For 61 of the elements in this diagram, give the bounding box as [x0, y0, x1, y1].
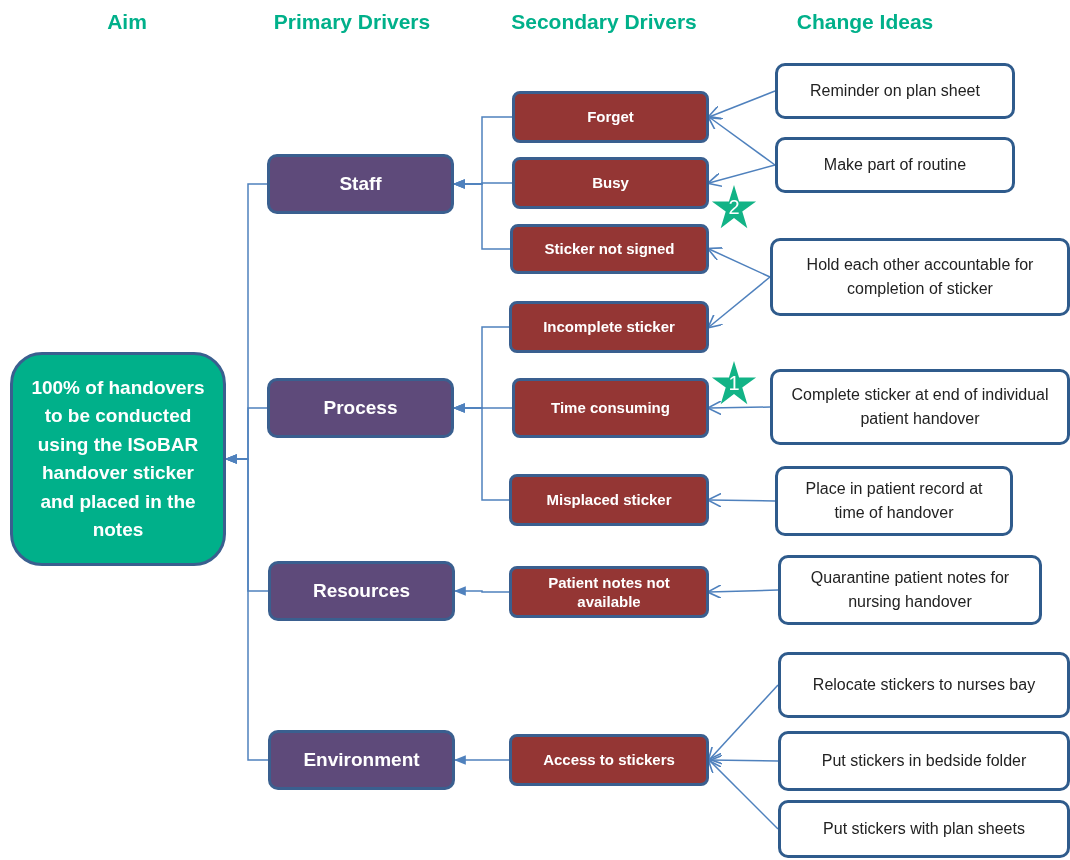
secondary-driver-box [512, 91, 709, 143]
node-text: Busy [592, 173, 629, 193]
primary-driver-box [267, 154, 454, 214]
node-text: Place in patient record at time of handover [804, 479, 984, 523]
change-idea-box [778, 652, 1070, 718]
node-text: Forget [587, 107, 634, 127]
star-number: 1 [728, 371, 740, 395]
node-text: Incomplete sticker [543, 317, 675, 337]
arrow [224, 454, 269, 761]
change-idea-box [775, 137, 1015, 193]
node-text: Quarantine patient notes for nursing handover [809, 568, 1011, 612]
primary-driver-box [267, 378, 454, 438]
change-idea-box [770, 369, 1070, 445]
node-text: Make part of routine [823, 155, 967, 175]
node-text: Environment [303, 749, 420, 771]
secondary-driver-box [512, 378, 709, 438]
column-heading: Aim [107, 10, 147, 34]
node-text: Misplaced sticker [546, 490, 672, 510]
change-idea-box [778, 731, 1070, 791]
node-text: 100% of handovers to be conducted using the ISoBAR handover sticker and placed in the notes [30, 375, 206, 542]
node-text: Time consuming [551, 398, 670, 418]
primary-driver-box [268, 730, 455, 790]
node-text: Hold each other accountable for completion of sticker [805, 255, 1035, 299]
node-text: Resources [312, 580, 411, 602]
secondary-driver-box [509, 734, 709, 786]
primary-driver-box [268, 561, 455, 621]
node-text: Process [323, 397, 398, 419]
arrow [452, 403, 510, 501]
arrow [707, 758, 779, 830]
arrow [707, 684, 779, 762]
secondary-driver-box [509, 301, 709, 353]
node-text: Relocate stickers to nurses bay [812, 675, 1036, 695]
node-text: Complete sticker at end of individual patient handover [790, 385, 1050, 429]
arrow [452, 179, 511, 250]
star-number: 2 [728, 195, 740, 219]
node-text: Put stickers in bedside folder [821, 751, 1027, 771]
node-text: Staff [339, 173, 382, 195]
node-text: Access to stickers [543, 750, 675, 770]
column-heading: Change Ideas [796, 10, 934, 34]
secondary-driver-box [512, 157, 709, 209]
arrow [707, 115, 776, 166]
arrow [707, 276, 771, 329]
node-text: Put stickers with plan sheets [823, 819, 1025, 839]
node-text: Sticker not signed [544, 239, 675, 259]
change-idea-box [778, 800, 1070, 858]
secondary-driver-box [509, 566, 709, 618]
change-idea-box [775, 63, 1015, 119]
star-badge [711, 360, 757, 406]
column-heading: Secondary Drivers [511, 10, 697, 34]
node-text: Reminder on plan sheet [810, 81, 980, 101]
change-idea-box [778, 555, 1042, 625]
secondary-driver-box [510, 224, 709, 274]
star-badge [711, 184, 757, 230]
arrow [453, 586, 510, 596]
node-text: Patient notes not available [547, 572, 671, 612]
column-heading: Primary Drivers [273, 10, 431, 34]
change-idea-box [775, 466, 1013, 536]
aim-box [10, 352, 226, 566]
arrow [453, 755, 510, 765]
secondary-driver-box [509, 474, 709, 526]
change-idea-box [770, 238, 1070, 316]
